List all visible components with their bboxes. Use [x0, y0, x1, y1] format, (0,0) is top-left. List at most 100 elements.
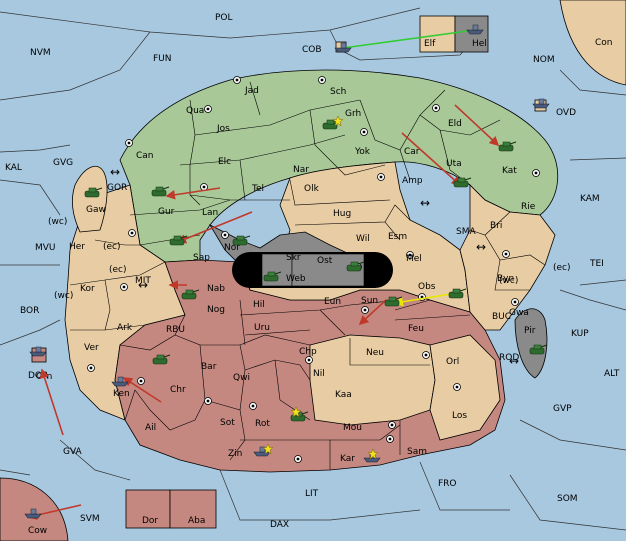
- region-label-mou: Mou: [343, 423, 362, 433]
- order-arrows: ↔↔↔↔↔: [27, 29, 519, 520]
- region-label-her: Her: [69, 242, 85, 252]
- region-label-chp: Chp: [299, 347, 317, 357]
- region-label-ail: Ail: [145, 423, 156, 433]
- sea-label-dor: DOR: [28, 371, 48, 381]
- star-icon: [367, 448, 379, 460]
- region-label-uru: Uru: [254, 323, 270, 333]
- sea-label-tei: TEI: [589, 259, 604, 269]
- region-label-hel: Hel: [472, 39, 487, 49]
- supply-center-dot: [534, 171, 538, 175]
- order-arrow-icon: [122, 377, 162, 403]
- ship-unit-icon[interactable]: [111, 376, 129, 387]
- region-label-bar: Bar: [201, 362, 217, 372]
- region-label-wil: Wil: [356, 234, 370, 244]
- region-label-nil: Nil: [313, 369, 325, 379]
- sea-label-dax: DAX: [270, 520, 289, 530]
- region-label-ark: Ark: [117, 323, 133, 333]
- region-label-amp: Amp: [402, 176, 423, 186]
- supply-center-dot: [206, 107, 210, 111]
- ship-unit-icon[interactable]: [532, 98, 550, 109]
- supply-center-dot: [223, 233, 227, 237]
- supply-center-dot: [379, 175, 383, 179]
- tank-unit-icon[interactable]: [498, 141, 517, 152]
- double-arrow-icon: ↔: [110, 165, 120, 179]
- tank-unit-icon[interactable]: [152, 354, 171, 365]
- sea-label-cob: COB: [302, 45, 322, 55]
- tank-unit-icon[interactable]: [232, 235, 251, 246]
- region-label-kaa: Kaa: [335, 390, 352, 400]
- tank-unit-icon[interactable]: [181, 289, 200, 300]
- supply-center-dot: [130, 231, 134, 235]
- tank-unit-icon[interactable]: [453, 177, 472, 188]
- supply-center-dot: [296, 457, 300, 461]
- region-label-chr: Chr: [170, 385, 186, 395]
- region-label-feu: Feu: [408, 324, 424, 334]
- sea-label-pol: POL: [215, 13, 233, 23]
- tank-unit-icon[interactable]: [384, 296, 403, 307]
- region-label-elf: Elf: [424, 39, 436, 49]
- region-label-ken: Ken: [113, 389, 130, 399]
- sea-label-sma: SMA: [456, 227, 476, 237]
- tank-unit-icon[interactable]: [151, 186, 170, 197]
- region-label-hug: Hug: [333, 209, 351, 219]
- coast-label: (wc): [48, 217, 67, 227]
- ship-unit-icon[interactable]: [29, 346, 47, 357]
- center-capsule: [232, 252, 393, 288]
- supply-center-dot: [202, 185, 206, 189]
- region-label-zin: Zin: [228, 449, 242, 459]
- supply-center-dot: [434, 106, 438, 110]
- star-icon: [262, 443, 274, 455]
- region-green-north: [119, 69, 559, 263]
- region-label-sun: Sun: [361, 296, 378, 306]
- coast-label: (wc): [54, 291, 73, 301]
- region-label-grh: Grh: [345, 109, 361, 119]
- supply-center-dot: [424, 353, 428, 357]
- tank-unit-icon[interactable]: [346, 261, 365, 272]
- ship-unit-icon[interactable]: [466, 24, 484, 35]
- sea-label-som: SOM: [557, 494, 578, 504]
- tank-unit-icon[interactable]: [84, 187, 103, 198]
- supply-center-dot: [235, 78, 239, 82]
- region-label-kor: Kor: [80, 284, 95, 294]
- region-label-lan: Lan: [202, 208, 218, 218]
- region-label-con: Con: [595, 38, 613, 48]
- ship-unit-icon[interactable]: [24, 508, 42, 519]
- order-arrow-icon: [358, 299, 387, 326]
- ship-unit-icon[interactable]: [334, 42, 352, 53]
- order-arrow-icon: [176, 211, 253, 244]
- region-label-jad: Jad: [244, 86, 259, 96]
- sea-label-gvp: GVP: [553, 404, 572, 414]
- supply-center-dot: [455, 385, 459, 389]
- region-label-tel: Tel: [251, 184, 264, 194]
- convoy-line-icon: [342, 29, 476, 49]
- tank-unit-icon[interactable]: [529, 344, 548, 355]
- sea-label-svm: SVM: [80, 514, 100, 524]
- region-label-pir: Pir: [524, 326, 536, 336]
- tank-unit-icon[interactable]: [169, 235, 188, 246]
- units: [24, 24, 550, 519]
- sea-label-rod: ROD: [499, 353, 519, 363]
- supply-center-dot: [408, 253, 412, 257]
- region-orn: [169, 489, 217, 529]
- tank-unit-icon[interactable]: [448, 288, 467, 299]
- region-label-eun: Eun: [324, 297, 341, 307]
- supply-center-dot: [388, 437, 392, 441]
- region-label-kat: Kat: [502, 166, 517, 176]
- region-label-obs: Obs: [418, 282, 436, 292]
- region-label-sam: Sam: [407, 447, 427, 457]
- sea-label-nom: NOM: [533, 55, 555, 65]
- sea-label-ovd: OVD: [556, 108, 576, 118]
- sea-label-rbu: RBU: [166, 325, 185, 335]
- supply-center-dot: [504, 252, 508, 256]
- supply-center-dot: [127, 141, 131, 145]
- sea-label-bor: BOR: [20, 306, 39, 316]
- tank-unit-icon[interactable]: [263, 271, 282, 282]
- sea-label-kal: KAL: [5, 163, 22, 173]
- order-arrow-icon: [165, 187, 221, 200]
- sea-label-mit: MIT: [135, 276, 151, 286]
- region-label-qwi: Qwi: [233, 373, 250, 383]
- region-label-jos: Jos: [216, 124, 230, 134]
- support-arrow-icon: [393, 293, 452, 307]
- star-icon: [332, 115, 344, 127]
